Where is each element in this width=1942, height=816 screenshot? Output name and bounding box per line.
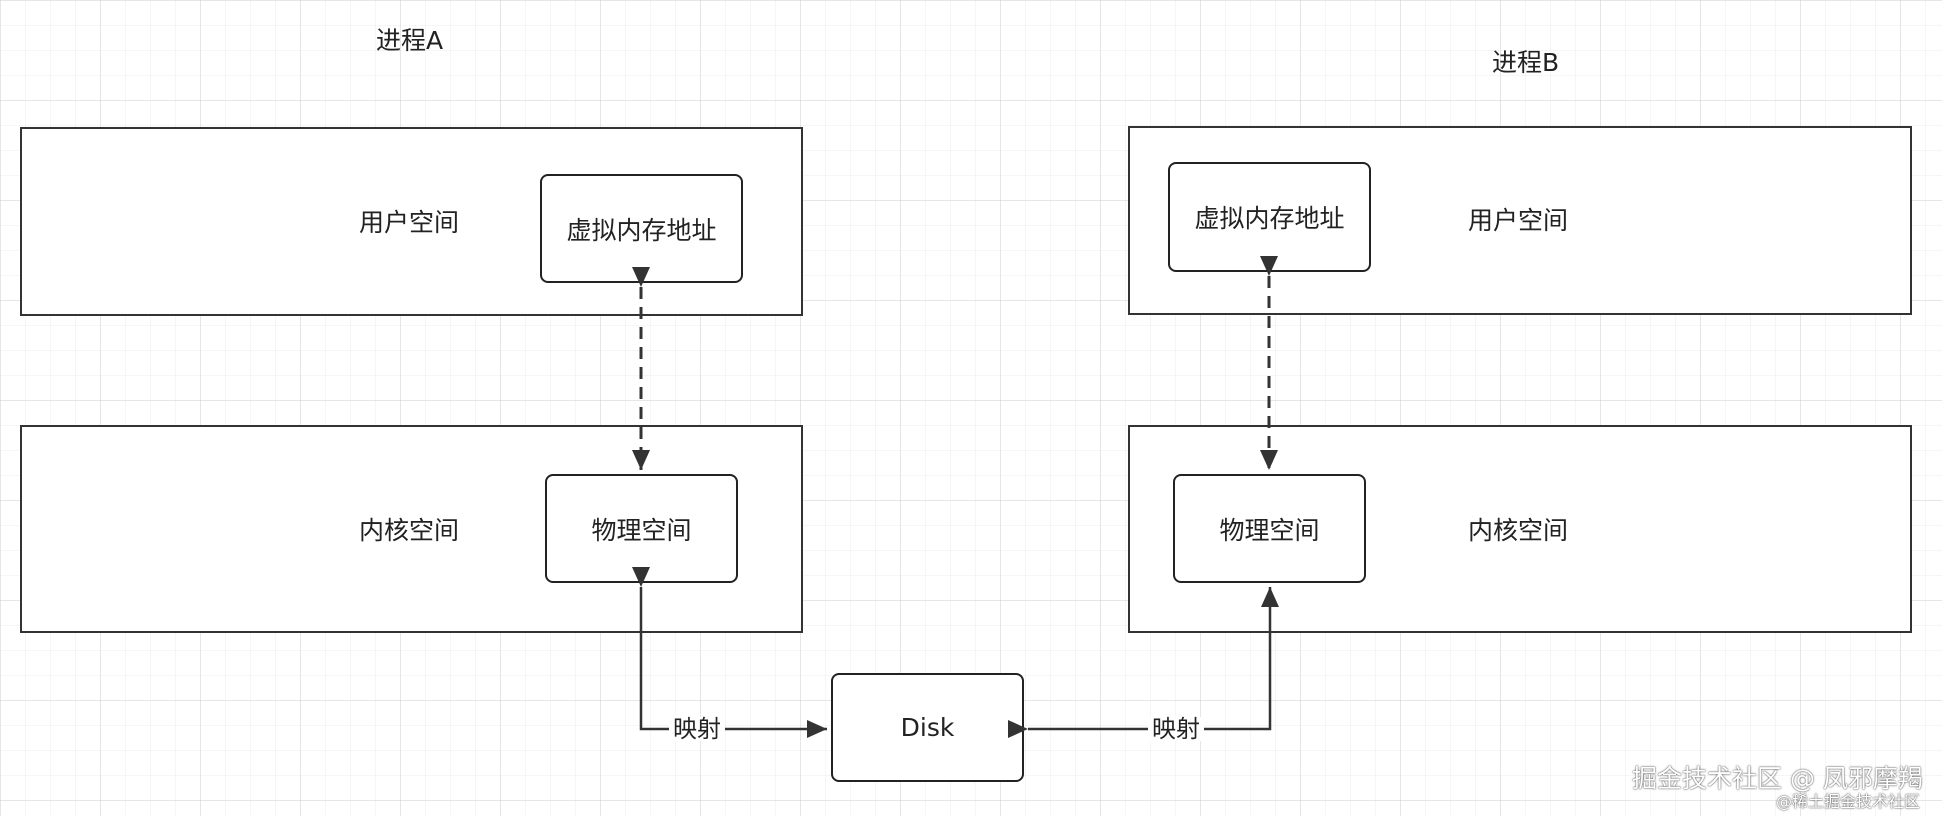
process-b-physical-space-box: 物理空间 <box>1173 474 1366 583</box>
process-b-virtual-address-label: 虚拟内存地址 <box>1194 204 1345 233</box>
process-a-kernel-space-label: 内核空间 <box>359 516 460 545</box>
disk-box: Disk <box>831 673 1024 782</box>
process-a-title: 进程A <box>376 26 444 55</box>
process-a-user-space-label: 用户空间 <box>359 208 460 237</box>
process-b-virtual-address-box: 虚拟内存地址 <box>1168 162 1371 272</box>
process-a-virtual-address-label: 虚拟内存地址 <box>566 215 717 245</box>
mapping-label-right: 映射 <box>1148 717 1204 741</box>
watermark-sub: @稀土掘金技术社区 <box>1776 792 1921 811</box>
process-a-physical-space-box: 物理空间 <box>545 474 738 583</box>
mapping-label-left: 映射 <box>669 717 725 741</box>
process-b-title: 进程B <box>1492 48 1560 77</box>
process-b-physical-space-label: 物理空间 <box>1219 515 1320 545</box>
process-b-kernel-space-label: 内核空间 <box>1468 516 1569 545</box>
process-a-physical-space-label: 物理空间 <box>591 515 692 545</box>
watermark-main: 掘金技术社区 @ 凤邪摩羯 <box>1632 764 1923 793</box>
process-b-user-space-label: 用户空间 <box>1468 206 1569 235</box>
process-a-virtual-address-box: 虚拟内存地址 <box>540 174 743 283</box>
disk-label: Disk <box>900 713 955 742</box>
